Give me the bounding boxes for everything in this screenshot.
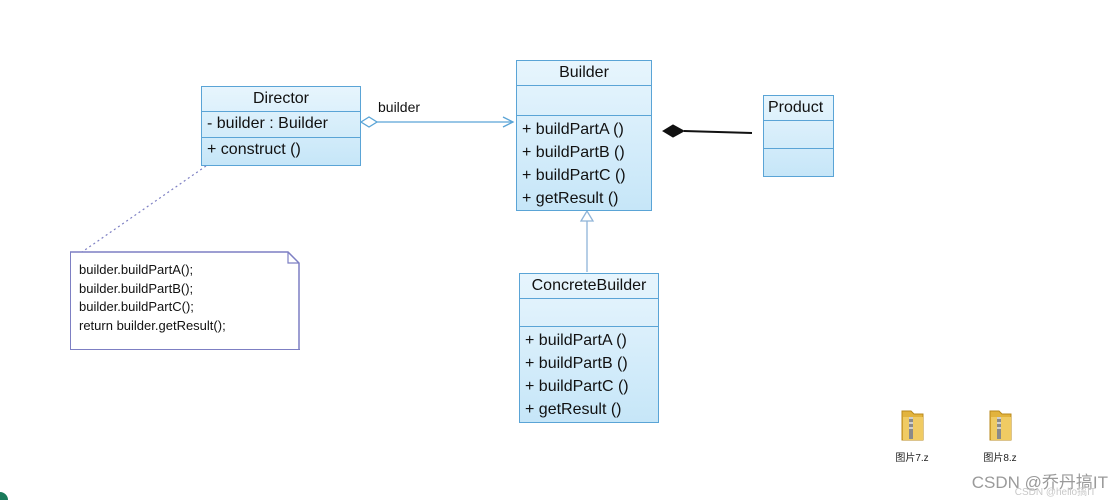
association-arrowhead [502, 116, 515, 128]
file-name: 图片7.z [895, 453, 929, 464]
director-operations: + construct () [202, 138, 360, 164]
file-item[interactable]: 图片8.z [970, 407, 1030, 464]
note-line: builder.buildPartB(); [79, 280, 194, 296]
concrete-builder-operations: + buildPartA () + buildPartB () + buildP… [520, 327, 658, 421]
file-item[interactable]: 图片7.z [882, 407, 942, 464]
csdn-watermark: CSDN @乔丹搞IT [971, 473, 1108, 492]
builder-operations: + buildPartA () + buildPartB () + buildP… [517, 116, 651, 210]
note-line: return builder.getResult(); [79, 317, 226, 333]
builder-attributes [517, 86, 651, 116]
director-attribute: - builder : Builder [207, 115, 328, 132]
director-operation: + construct () [207, 141, 301, 158]
builder-operation: + getResult () [522, 190, 619, 207]
builder-class-name: Builder [517, 61, 651, 86]
csdn-watermark-ghost: CSDN @hello搞IT [1014, 487, 1096, 498]
builder-operation: + buildPartA () [522, 121, 624, 138]
concrete-builder-operation: + buildPartB () [525, 355, 628, 372]
builder-operation: + buildPartB () [522, 144, 625, 161]
zip-folder-icon [989, 410, 1012, 441]
note-body: builder.buildPartA(); builder.buildPartB… [79, 261, 226, 335]
aggregation-diamond [359, 116, 379, 128]
note-line: builder.buildPartA(); [79, 262, 194, 277]
product-class-name: Product [764, 96, 833, 121]
generalization-arrowhead [579, 209, 595, 222]
composition-diamond [662, 124, 686, 138]
product-attributes [764, 121, 833, 149]
concrete-builder-attributes [520, 299, 658, 327]
note-fold [287, 252, 299, 264]
concrete-builder-class-name: ConcreteBuilder [520, 274, 658, 299]
product-operations [764, 149, 833, 177]
concrete-builder-class[interactable]: ConcreteBuilder + buildPartA () + buildP… [519, 273, 659, 423]
corner-decoration [0, 492, 8, 500]
construct-note[interactable]: builder.buildPartA(); builder.buildPartB… [70, 252, 300, 350]
note-line: builder.buildPartC(); [79, 299, 194, 314]
director-class-name: Director [202, 87, 360, 112]
concrete-builder-operation: + getResult () [525, 401, 622, 418]
file-name: 图片8.z [983, 453, 1017, 464]
note-anchor-line [81, 165, 207, 253]
director-attributes: - builder : Builder [202, 112, 360, 138]
director-class[interactable]: Director - builder : Builder + construct… [201, 86, 361, 166]
association-label: builder [378, 99, 421, 115]
product-class[interactable]: Product [763, 95, 834, 177]
note-top-edge [70, 251, 300, 350]
composition-line [683, 130, 753, 134]
concrete-builder-operation: + buildPartC () [525, 378, 629, 395]
builder-class[interactable]: Builder + buildPartA () + buildPartB () … [516, 60, 652, 211]
concrete-builder-operation: + buildPartA () [525, 332, 627, 349]
builder-operation: + buildPartC () [522, 167, 626, 184]
zip-folder-icon [901, 410, 924, 441]
